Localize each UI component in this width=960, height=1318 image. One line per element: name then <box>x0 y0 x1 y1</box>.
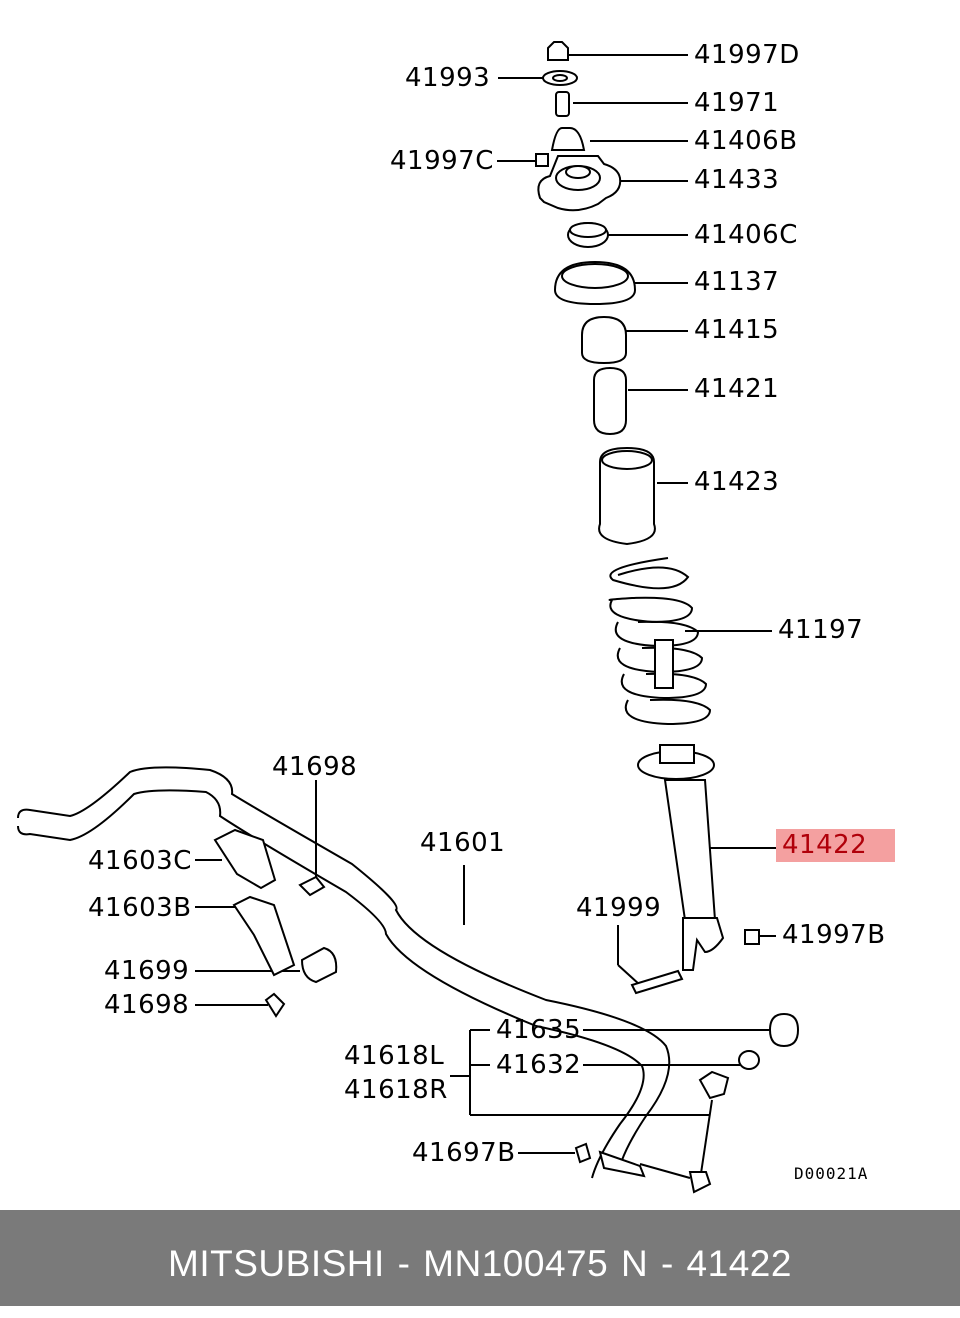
coil-spring <box>608 557 712 726</box>
bracket-parts <box>213 828 800 1194</box>
callout-41997C: 41997C <box>390 146 494 176</box>
callout-41635: 41635 <box>496 1015 582 1045</box>
callout-41698-bottom: 41698 <box>104 990 190 1020</box>
stabilizer-bar <box>17 766 671 1179</box>
callout-41697B: 41697B <box>412 1138 516 1168</box>
callout-41699: 41699 <box>104 956 190 986</box>
callout-41603C: 41603C <box>88 846 192 876</box>
callout-41997B: 41997B <box>782 920 886 950</box>
callout-41406B: 41406B <box>694 126 798 156</box>
callout-41406C: 41406C <box>694 220 798 250</box>
callout-41618L: 41618L <box>344 1041 445 1071</box>
callout-41618R: 41618R <box>344 1075 448 1105</box>
callout-41415: 41415 <box>694 315 780 345</box>
diagram-code: D00021A <box>794 1164 869 1183</box>
callout-41422-highlighted: 41422 <box>776 829 896 862</box>
callout-41632: 41632 <box>496 1050 582 1080</box>
callout-41601: 41601 <box>420 828 506 858</box>
strut-body <box>630 744 760 995</box>
callout-41993: 41993 <box>405 63 491 93</box>
callout-41197: 41197 <box>778 615 864 645</box>
footer-bar: MITSUBISHI - MN100475 N - 41422 <box>0 1210 960 1306</box>
diagram-drawing <box>17 41 800 1194</box>
callout-41698-top: 41698 <box>272 752 358 782</box>
parts-diagram: 41997D 41993 41971 41406B 41997C 41433 4… <box>17 40 896 1194</box>
callout-41137: 41137 <box>694 267 780 297</box>
callout-41999: 41999 <box>576 893 662 923</box>
callout-41421: 41421 <box>694 374 780 404</box>
callout-41971: 41971 <box>694 88 780 118</box>
leader-lines <box>195 54 776 1154</box>
strut-parts <box>535 41 656 546</box>
callout-41433: 41433 <box>694 165 780 195</box>
footer-part-info: MITSUBISHI - MN100475 N - 41422 <box>168 1243 792 1284</box>
callout-41997D: 41997D <box>694 40 800 70</box>
callout-41603B: 41603B <box>88 893 192 923</box>
callout-41423: 41423 <box>694 467 780 497</box>
